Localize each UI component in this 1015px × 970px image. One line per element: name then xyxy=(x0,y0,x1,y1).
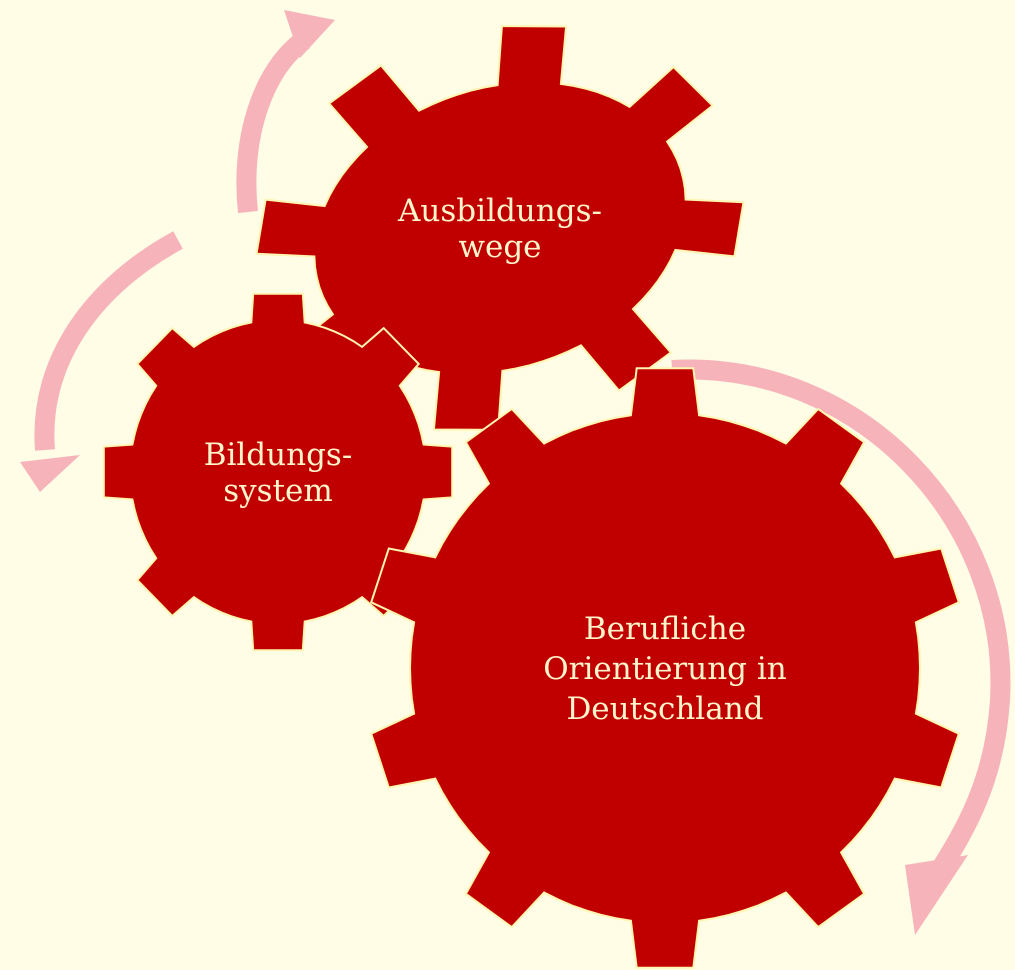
arrow-top-left xyxy=(236,10,335,214)
arrow-left-shaft xyxy=(34,231,183,451)
gear-ausbildungswege-label-line: Ausbildungs- xyxy=(397,193,602,229)
gear-berufliche-orientierung-label-line: Berufliche xyxy=(584,611,746,647)
arrow-right-head xyxy=(905,855,968,935)
gear-ausbildungswege-label-line: wege xyxy=(458,229,541,265)
gear-bildungssystem-label-line: Bildungs- xyxy=(204,437,353,473)
gear-berufliche-orientierung-shape xyxy=(369,367,961,969)
arrow-right xyxy=(671,359,1011,935)
arrow-left xyxy=(20,231,183,492)
gear-bildungssystem-label: Bildungs-system xyxy=(204,437,353,509)
gear-berufliche-orientierung-label-line: Orientierung in xyxy=(543,651,787,687)
arrow-right-shaft xyxy=(671,359,1011,876)
gear-ausbildungswege-shape xyxy=(255,25,745,431)
gear-bildungssystem-shape xyxy=(102,292,454,652)
arrow-top-left-head xyxy=(284,10,335,58)
gear-ausbildungswege-label: Ausbildungs-wege xyxy=(397,193,602,265)
gear-ausbildungswege: Ausbildungs-wege xyxy=(255,25,745,431)
arrows-layer xyxy=(20,10,1011,935)
gear-bildungssystem-label-line: system xyxy=(223,473,333,509)
arrow-top-left-shaft xyxy=(236,31,311,214)
gear-berufliche-orientierung-label-line: Deutschland xyxy=(566,691,763,727)
gear-bildungssystem: Bildungs-system xyxy=(102,292,454,652)
arrow-left-head xyxy=(20,455,80,492)
gears-layer: Ausbildungs-wegeBildungs-systemBeruflich… xyxy=(102,25,961,969)
